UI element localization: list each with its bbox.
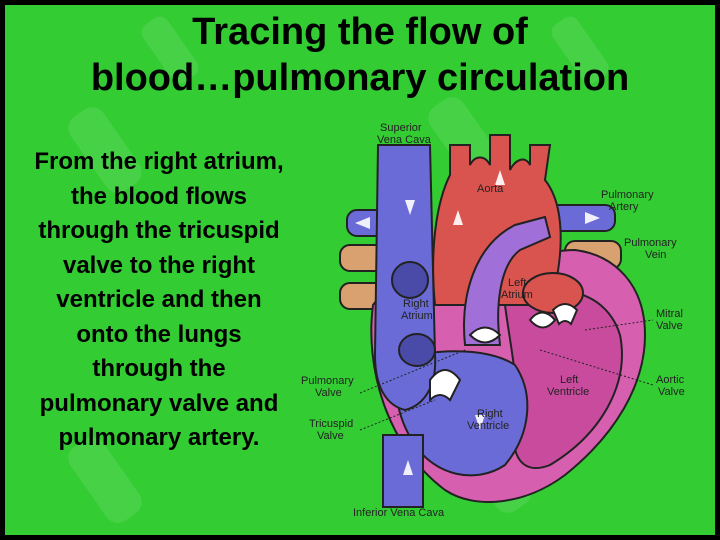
left-atrium xyxy=(522,272,584,314)
right-atrium-opening-lower xyxy=(398,333,436,367)
label-left-atrium-1: Left xyxy=(508,277,526,289)
tricuspid-leader-line xyxy=(359,399,436,431)
pulmonary-trunk xyxy=(463,215,552,346)
pulmonary-valve-shape xyxy=(468,326,502,344)
tricuspid-valve-shape xyxy=(429,369,462,403)
aorta xyxy=(432,134,562,306)
arrow-icon xyxy=(495,170,505,185)
label-aortic-valve-2: Valve xyxy=(658,386,685,398)
right-atrium-opening-upper xyxy=(391,261,429,299)
label-tricuspid-valve-2: Valve xyxy=(317,430,344,442)
mitral-leader-line xyxy=(584,319,654,331)
arrow-icon xyxy=(453,210,463,225)
label-superior-vena-cava-2: Vena Cava xyxy=(377,134,432,146)
label-pulmonary-artery-1: Pulmonary xyxy=(601,189,654,201)
label-left-atrium-2: Atrium xyxy=(501,289,533,301)
diagram-labels: Superior Vena Cava Aorta Pulmonary Arter… xyxy=(301,122,685,519)
label-pulmonary-vein-1: Pulmonary xyxy=(624,237,677,249)
label-right-atrium-1: Right xyxy=(403,298,429,310)
arrow-icon xyxy=(405,200,415,215)
label-mitral-valve-2: Valve xyxy=(656,320,683,332)
slide-title: Tracing the flow of blood…pulmonary circ… xyxy=(5,9,715,101)
title-line-2: blood…pulmonary circulation xyxy=(90,57,630,99)
arrow-icon xyxy=(403,460,413,475)
arrow-icon xyxy=(475,415,485,430)
label-right-ventricle-1: Right xyxy=(477,408,503,420)
label-pulmonary-valve-1: Pulmonary xyxy=(301,375,354,387)
slide: Tracing the flow of blood…pulmonary circ… xyxy=(5,5,715,535)
heart-diagram: Superior Vena Cava Aorta Pulmonary Arter… xyxy=(301,122,685,519)
label-aortic-valve-1: Aortic xyxy=(656,374,685,386)
label-pulmonary-vein-2: Vein xyxy=(645,249,666,261)
label-inferior-vena-cava: Inferior Vena Cava xyxy=(353,507,445,519)
arrow-icon xyxy=(585,212,600,224)
inferior-vena-cava xyxy=(382,434,424,508)
label-right-ventricle-2: Ventricle xyxy=(467,420,509,432)
arrow-icon xyxy=(355,217,370,229)
label-left-ventricle-1: Left xyxy=(560,374,578,386)
mitral-valve-shape xyxy=(551,303,579,326)
label-tricuspid-valve-1: Tricuspid xyxy=(309,418,353,430)
label-left-ventricle-2: Ventricle xyxy=(547,386,589,398)
pulmonary-valve-leader-line xyxy=(359,349,466,394)
label-aorta: Aorta xyxy=(477,183,504,195)
flow-arrows xyxy=(355,170,600,475)
body-text: From the right atrium, the blood flows t… xyxy=(34,148,284,451)
label-right-atrium-2: Atrium xyxy=(401,310,433,322)
label-pulmonary-valve-2: Valve xyxy=(315,387,342,399)
title-line-1: Tracing the flow of xyxy=(192,11,528,53)
label-mitral-valve-1: Mitral xyxy=(656,308,683,320)
aortic-valve-shape xyxy=(528,311,557,329)
label-superior-vena-cava-1: Superior xyxy=(380,122,422,134)
label-pulmonary-artery-2: Artery xyxy=(609,201,639,213)
